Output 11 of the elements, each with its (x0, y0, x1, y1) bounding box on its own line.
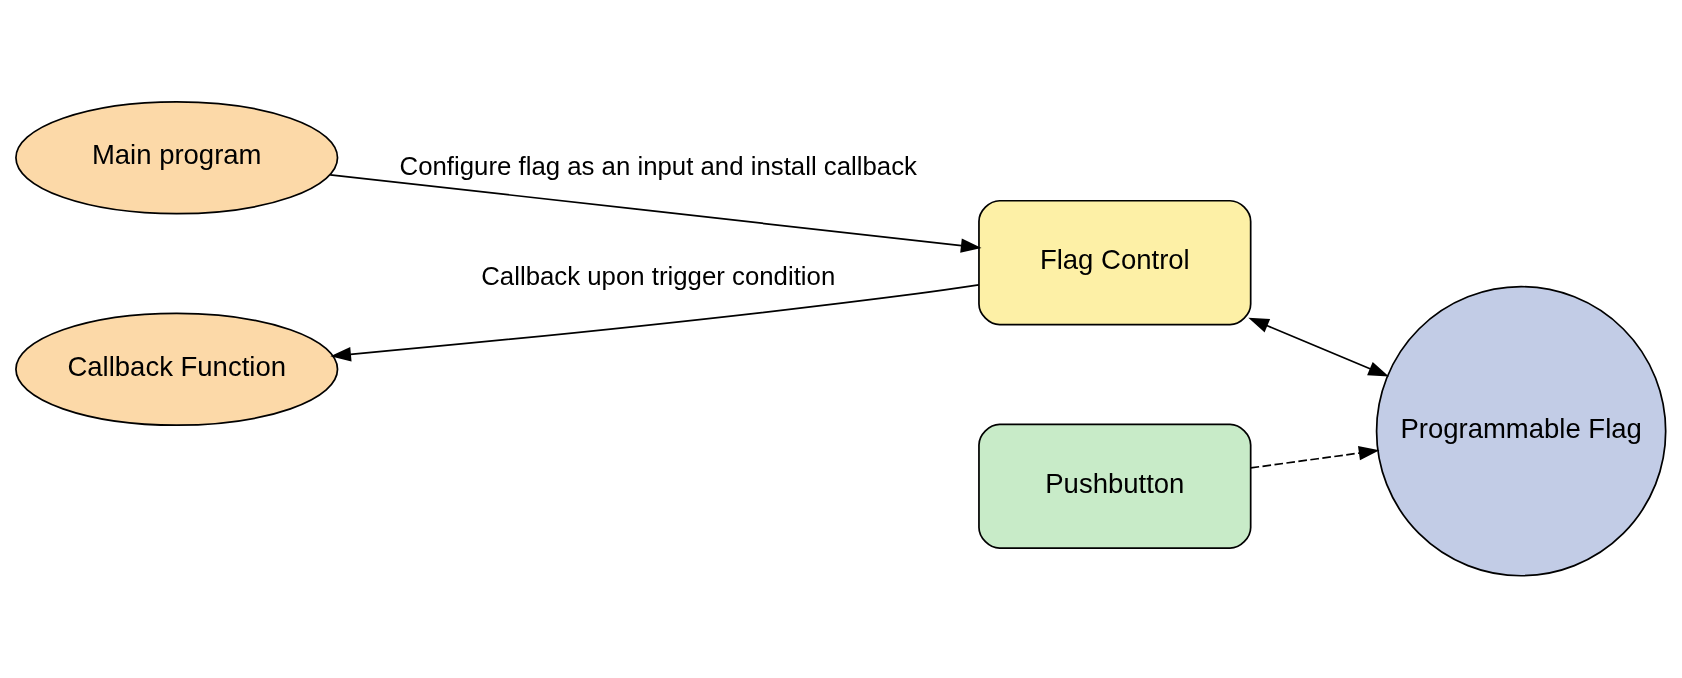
arrow (330, 284, 980, 362)
edge-label: Callback upon trigger condition (481, 262, 836, 291)
node-box: Pushbutton (978, 423, 1252, 549)
arrow (1248, 317, 1389, 377)
node-ellipse: Main program (15, 101, 339, 215)
arrow (1249, 445, 1380, 469)
node-box: Flag Control (978, 199, 1252, 326)
node-circle: Programmable Flag (1375, 285, 1667, 577)
edge-label: Configure flag as an input and install callback (399, 151, 917, 180)
arrow (329, 173, 982, 253)
node-ellipse: Callback Function (15, 312, 339, 427)
